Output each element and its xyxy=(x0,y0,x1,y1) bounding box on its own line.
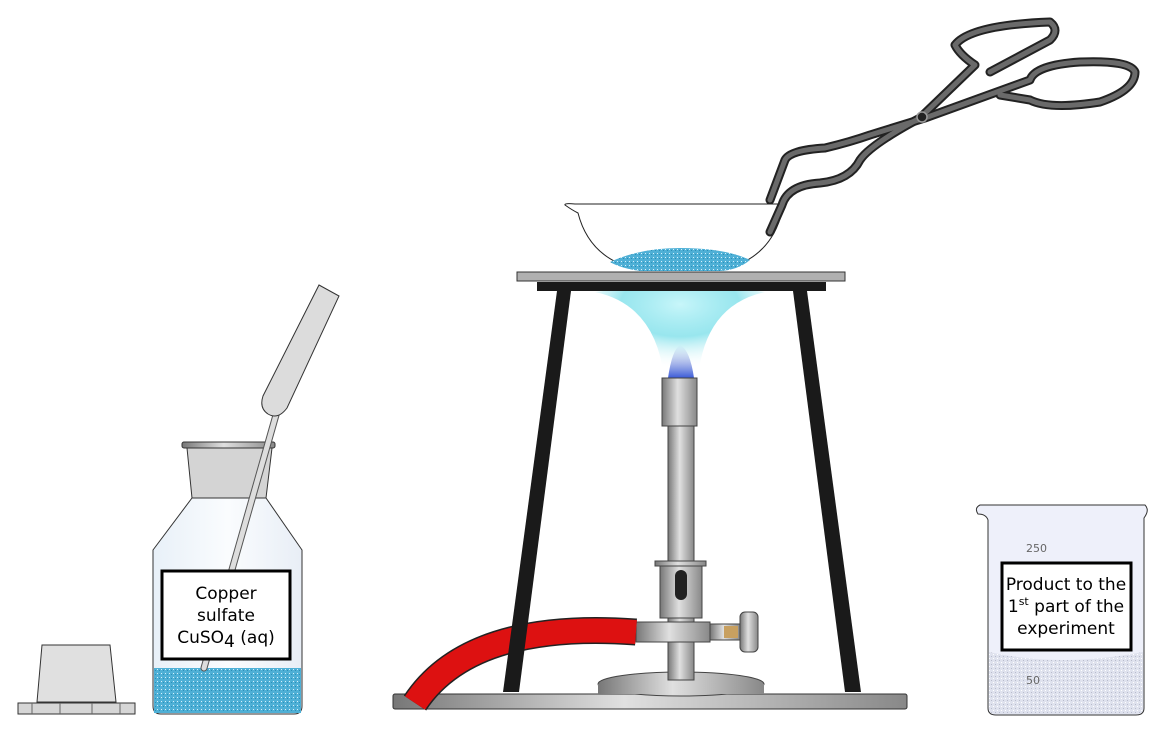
beaker-label-line2: 1st part of the xyxy=(1008,595,1124,617)
burner-flame xyxy=(595,286,765,378)
graduation-250: 250 xyxy=(1026,542,1047,555)
gas-hose[interactable] xyxy=(405,618,637,710)
beaker-label-line1: Product to the xyxy=(1006,575,1126,595)
bottle-stopper[interactable] xyxy=(17,644,136,715)
tripod-stand[interactable] xyxy=(503,271,861,692)
beaker-label xyxy=(1000,561,1133,652)
crucible-tongs[interactable] xyxy=(765,17,1140,237)
evaporating-dish[interactable] xyxy=(564,203,784,271)
bunsen-burner[interactable] xyxy=(597,377,765,697)
gas-valve-knob[interactable] xyxy=(739,611,759,653)
bottle-label-line1: Copper xyxy=(195,584,256,604)
beaker[interactable]: 250 50 Product to the 1st part of the ex… xyxy=(975,504,1148,716)
gauze-plate xyxy=(516,271,846,282)
copper-sulfate-solution xyxy=(154,668,301,713)
base-plate xyxy=(392,693,908,710)
bottle-label xyxy=(160,569,292,661)
bottle-label-group: Copper sulfate CuSO4 (aq) xyxy=(160,569,292,661)
product-powder xyxy=(989,652,1143,714)
bottle-label-formula: CuSO4 (aq) xyxy=(177,628,275,652)
graduation-50: 50 xyxy=(1026,674,1040,687)
bottle-label-line2: sulfate xyxy=(197,606,255,626)
beaker-label-line3: experiment xyxy=(1017,619,1115,639)
copper-sulfate-crystals xyxy=(610,248,750,271)
